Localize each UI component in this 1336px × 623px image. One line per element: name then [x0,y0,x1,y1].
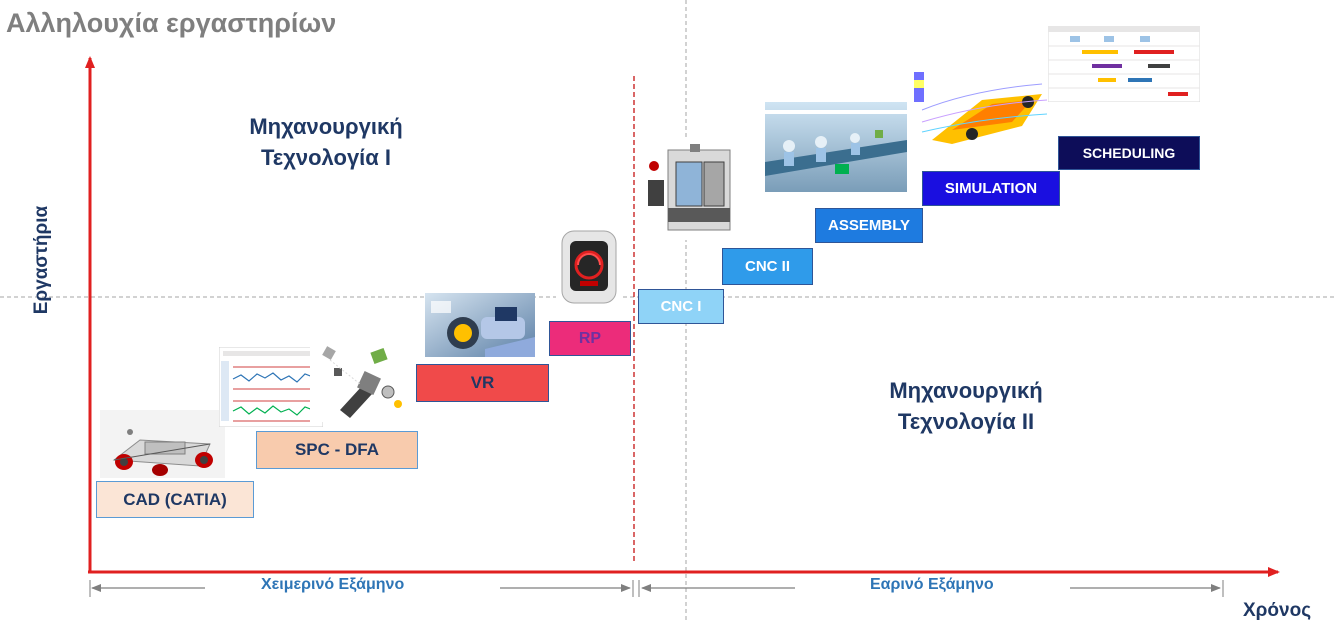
lab-label-spc-dfa: SPC - DFA [294,440,380,459]
lab-box-spc-dfa: SPC - DFA [256,431,418,469]
lab-box-rp: RP [549,321,631,356]
lab-box-assembly: ASSEMBLY [815,208,923,243]
lab-label-vr: VR [470,373,495,392]
lab-box-cnc-2: CNC II [722,248,813,285]
subject-technology-1-line1: Μηχανουργική [249,114,403,139]
page-title: Αλληλουχία εργαστηρίων [6,8,337,38]
x-axis-label: Χρόνος [1243,600,1312,621]
gantt-chart-image [1048,26,1200,102]
cnc-machine-image [640,140,740,240]
lab-box-cnc-1: CNC I [638,289,724,324]
lab-label-simulation: SIMULATION [944,180,1038,197]
winter-semester-label: Χειμερινό Εξάμηνο [261,576,405,593]
lab-box-vr: VR [416,364,549,402]
lab-label-scheduling: SCHEDULING [1082,145,1176,161]
y-axis-label: Εργαστήρια [31,205,52,315]
flow-simulation-image [912,70,1052,148]
3d-printer-image [556,227,622,307]
spring-semester-label: Εαρινό Εξάμηνο [870,576,994,593]
virtual-reality-image [425,293,535,357]
exploded-assembly-image [310,340,410,422]
control-chart-image [219,347,323,427]
subject-technology-2: Μηχανουργική Τεχνολογία ΙΙ [866,375,1066,437]
car-chassis-image [100,410,225,478]
lab-label-cad: CAD (CATIA) [123,489,227,509]
lab-label-cnc-1: CNC I [660,298,702,315]
lab-label-assembly: ASSEMBLY [828,217,910,234]
assembly-line-image [765,102,907,192]
lab-box-simulation: SIMULATION [922,171,1060,206]
subject-technology-1: Μηχανουργική Τεχνολογία Ι [226,111,426,173]
lab-box-cad: CAD (CATIA) [96,481,254,518]
lab-label-rp: RP [578,329,602,347]
subject-technology-2-line1: Μηχανουργική [889,378,1043,403]
subject-technology-2-line2: Τεχνολογία ΙΙ [897,409,1035,434]
lab-box-scheduling: SCHEDULING [1058,136,1200,170]
subject-technology-1-line2: Τεχνολογία Ι [260,145,392,170]
lab-label-cnc-2: CNC II [745,258,790,275]
